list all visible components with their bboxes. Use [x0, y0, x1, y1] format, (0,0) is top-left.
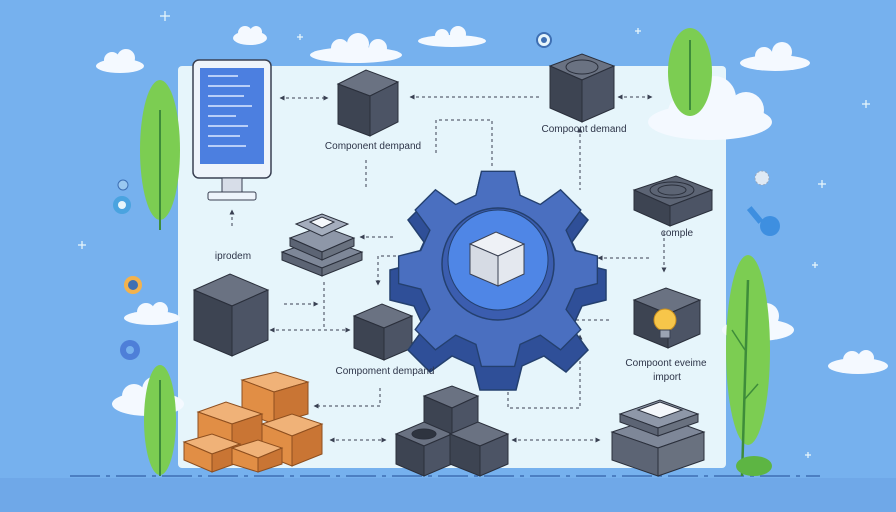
connector	[313, 388, 381, 409]
label-bulb-line1: Compoont eveime	[625, 358, 707, 369]
gear-icon	[120, 340, 140, 360]
cube-icon	[468, 231, 526, 287]
cloud-icon	[310, 33, 402, 63]
tree-icon	[140, 80, 180, 230]
cloud-icon	[233, 26, 267, 45]
cloud-icon	[828, 350, 888, 374]
connector	[375, 255, 408, 286]
bush	[736, 456, 772, 476]
target-icon	[536, 32, 552, 48]
tree-icon	[144, 365, 176, 476]
label-comple: comple	[660, 228, 694, 239]
cube-icon	[632, 175, 714, 227]
cloud-icon	[418, 26, 486, 47]
chip-stack	[610, 399, 706, 477]
label-bulb-line2: import	[653, 372, 681, 383]
lightbulb-icon	[653, 308, 677, 339]
cube-icon	[336, 69, 400, 137]
label-monitor-caption: iprodem	[214, 251, 252, 262]
gear-icon	[754, 170, 770, 186]
dot-icon	[117, 179, 129, 191]
target-icon	[124, 276, 142, 294]
sparkle-icon	[78, 11, 870, 458]
label-middle-cube: Compoment dempand	[335, 366, 435, 377]
cube-icon	[192, 273, 270, 357]
cloud-icon	[124, 302, 180, 325]
cloud-icon	[96, 49, 144, 73]
monitor-icon	[192, 59, 272, 201]
cube-icon	[352, 303, 414, 361]
cloud-icon	[740, 42, 810, 71]
lightbulb-cube	[632, 287, 702, 349]
chip-icon	[113, 196, 131, 214]
label-top-right-cube: Compoont demand	[541, 124, 627, 135]
cube-cluster	[394, 385, 510, 477]
label-top-cube: Component dempand	[324, 141, 422, 152]
tree-icon	[668, 28, 712, 116]
cube-icon	[548, 53, 616, 123]
connector	[435, 119, 493, 166]
chip-stack	[280, 213, 364, 277]
wrench-icon	[746, 206, 780, 236]
box-icon	[182, 371, 324, 473]
tree-icon	[726, 255, 770, 477]
cloud-icon	[648, 76, 772, 140]
ground	[0, 478, 896, 512]
